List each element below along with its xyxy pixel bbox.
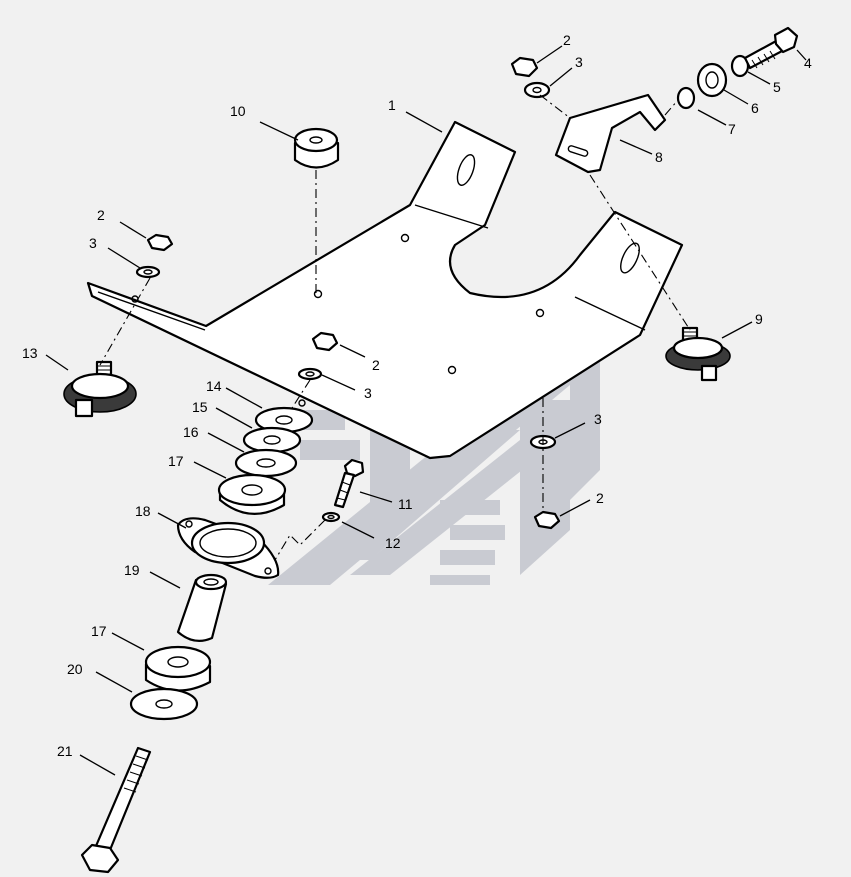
long-bolt-part-21 — [80, 746, 152, 874]
callout-19: 19 — [124, 562, 140, 578]
callout-3-right: 3 — [594, 411, 602, 427]
callout-13: 13 — [22, 345, 38, 361]
callout-17-upper: 17 — [168, 453, 184, 469]
callout-1: 1 — [388, 97, 396, 113]
flange-plate — [176, 517, 280, 579]
callout-11: 11 — [398, 496, 413, 512]
callout-6: 6 — [751, 100, 759, 116]
spacer-part-10 — [293, 127, 340, 169]
leader-lines — [45, 45, 807, 776]
callout-15: 15 — [192, 399, 208, 415]
callout-10: 10 — [230, 103, 246, 119]
callout-5: 5 — [773, 79, 781, 95]
bolt-stack-top-right — [676, 26, 799, 110]
small-bolt-part-11 — [333, 458, 365, 509]
callout-9: 9 — [755, 311, 763, 327]
nut-washer-center — [297, 331, 339, 381]
main-bracket — [86, 120, 684, 460]
assembly-centerlines — [99, 94, 691, 561]
callout-20: 20 — [67, 661, 83, 677]
callout-labels: 1 2 2 2 2 3 3 3 3 4 5 6 7 8 9 10 11 12 1… — [22, 32, 812, 759]
callout-14: 14 — [206, 378, 222, 394]
callout-3-left: 3 — [89, 235, 97, 251]
callout-2-left: 2 — [97, 207, 105, 223]
callout-18: 18 — [135, 503, 151, 519]
callout-8: 8 — [655, 149, 663, 165]
callout-4: 4 — [804, 55, 812, 71]
washer-stack — [217, 406, 314, 515]
callout-21: 21 — [57, 743, 73, 759]
callout-12: 12 — [385, 535, 401, 551]
callout-16: 16 — [183, 424, 199, 440]
callout-2-center: 2 — [372, 357, 380, 373]
rubber-mount-right — [665, 326, 731, 382]
nut-washer-left — [135, 233, 174, 279]
callout-2-top: 2 — [563, 32, 571, 48]
rubber-mount-left — [63, 360, 137, 418]
callout-3-center: 3 — [364, 385, 372, 401]
nut-washer-top — [510, 56, 551, 99]
sleeve-part-19 — [176, 573, 228, 643]
lower-washers — [129, 645, 212, 721]
small-washer-part-12 — [321, 511, 341, 523]
callout-7: 7 — [728, 121, 736, 137]
callout-17-lower: 17 — [91, 623, 107, 639]
callout-3-top: 3 — [575, 54, 583, 70]
small-bracket-part-8 — [554, 93, 667, 174]
callout-2-right: 2 — [596, 490, 604, 506]
